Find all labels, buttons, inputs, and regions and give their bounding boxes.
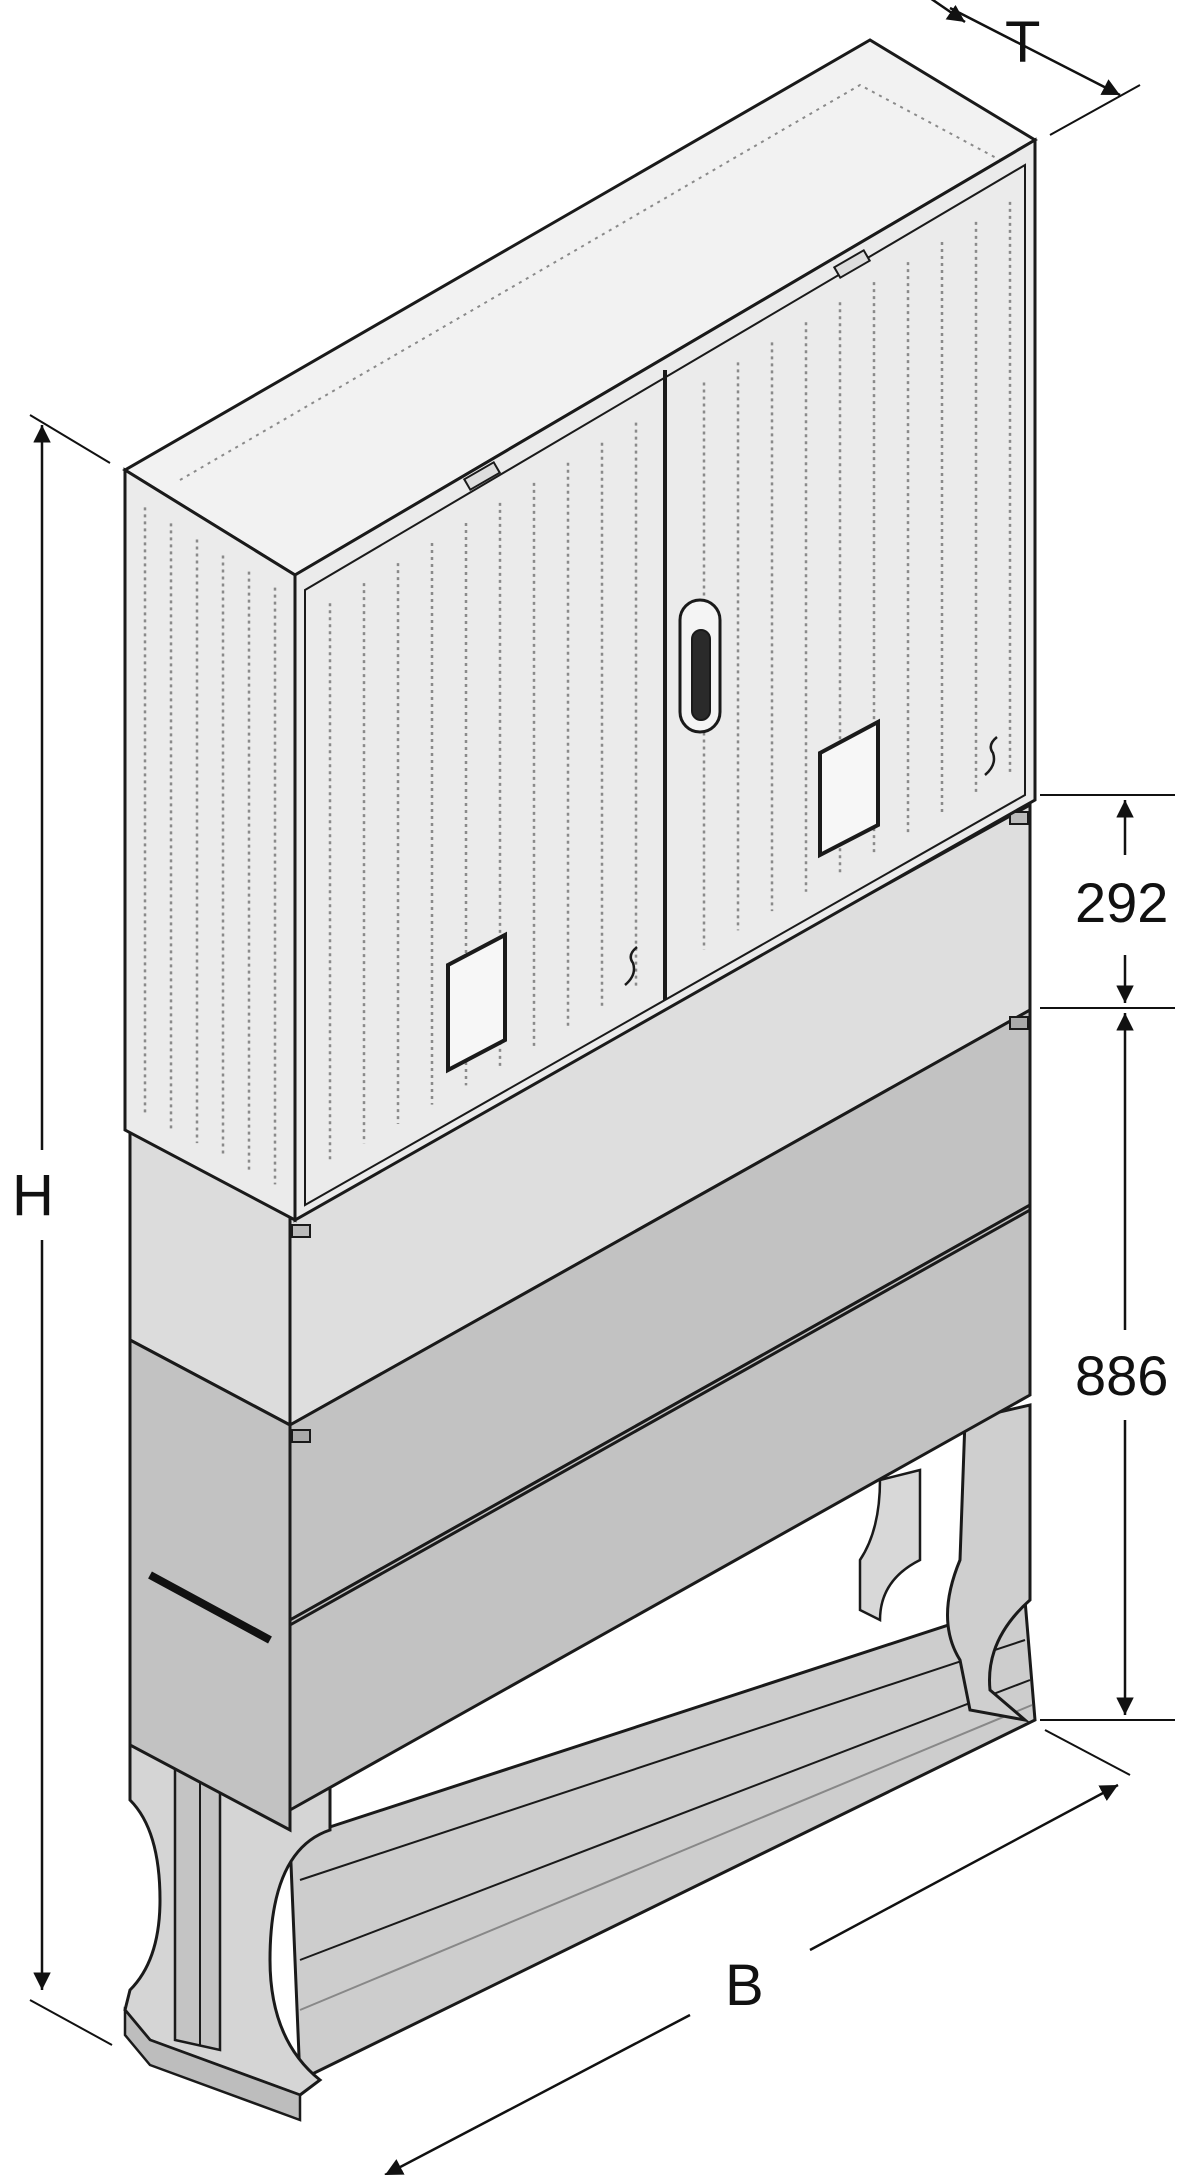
cabinet-side — [123, 467, 297, 1223]
door-top-tab — [462, 460, 502, 492]
roof-dotted-edge — [179, 83, 1001, 481]
door-latch — [624, 946, 638, 986]
base-right-leg-inner — [858, 1468, 922, 1623]
dimension-b-ext-right — [1044, 1729, 1131, 1776]
base-rail-line — [299, 1704, 1033, 2011]
dimension-h-label: H — [12, 1163, 54, 1228]
plinth-front-dark-lower — [288, 1202, 1032, 1813]
cabinet — [122, 38, 1038, 1223]
inspection-window-icon — [818, 718, 880, 859]
dimension-t-label: T — [1005, 10, 1040, 75]
dimension-b-label: B — [725, 1953, 764, 2018]
dimension-292-label: 292 — [1075, 871, 1168, 934]
dimension-t-arrow-top — [930, 0, 966, 24]
plinth-side-dark — [128, 1337, 292, 1833]
plinth-clip — [291, 1429, 311, 1443]
dimension-t-ext — [1049, 84, 1141, 136]
base-rail-line — [299, 1679, 1031, 1961]
dimension-lines: T H 292 886 B — [12, 0, 1175, 2175]
base-left-foot — [123, 2006, 302, 2122]
dimension-886-label: 886 — [1075, 1344, 1168, 1407]
perforation-side — [143, 507, 277, 1185]
base-right-leg — [946, 1403, 1032, 1723]
plinth-clip — [1009, 811, 1029, 825]
dimension-b-line-right — [809, 1783, 1119, 1952]
door-frame — [304, 163, 1026, 1207]
door-handle-icon — [678, 598, 722, 734]
dimension-h-ext-bottom — [29, 1999, 113, 2046]
base-rail-line — [299, 1639, 1026, 1881]
plinth — [128, 802, 1032, 1833]
door-top-tab — [832, 248, 872, 280]
base-floor-rail — [288, 1597, 1037, 2083]
perforation-front — [328, 201, 1012, 1163]
plinth-side-stripe — [148, 1571, 272, 1644]
plinth-band-edge — [289, 1208, 1031, 1627]
plinth-clip — [1009, 1016, 1029, 1030]
dimension-b-line-left — [384, 2013, 691, 2175]
plinth-clip — [291, 1224, 311, 1238]
dimension-h-ext-top — [29, 414, 111, 464]
inspection-window-icon — [446, 931, 507, 1074]
door-latch — [984, 736, 998, 776]
dimension-t-line — [949, 6, 1121, 97]
